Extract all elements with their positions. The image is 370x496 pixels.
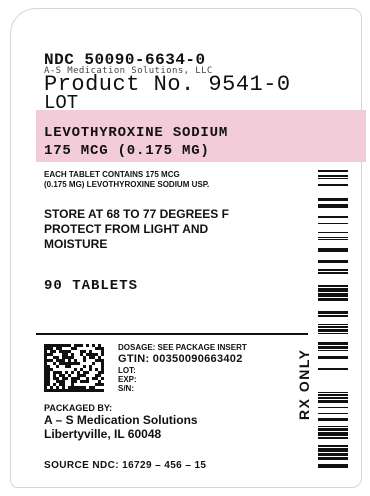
- storage-line-2: PROTECT FROM LIGHT AND: [44, 222, 209, 236]
- linear-barcode-icon: [318, 170, 348, 468]
- ndc-number: NDC 50090-6634-0: [44, 51, 206, 69]
- storage-instructions: STORE AT 68 TO 77 DEGREES F PROTECT FROM…: [44, 207, 294, 252]
- lot-label: LOT: [44, 92, 79, 114]
- contains-line-2: (0.175 MG) LEVOTHYROXINE SODIUM USP.: [44, 180, 210, 189]
- drug-label: [10, 8, 362, 488]
- storage-line-3: MOISTURE: [44, 237, 108, 251]
- sn-field: S/N:: [118, 384, 134, 393]
- lot-field: LOT:: [118, 366, 136, 375]
- packaged-by-heading: PACKAGED BY:: [44, 403, 113, 413]
- datamatrix-icon: [44, 344, 104, 392]
- drug-name-highlight: [36, 110, 366, 162]
- contains-line-1: EACH TABLET CONTAINS 175 MCG: [44, 170, 180, 179]
- company-name-small: A-S Medication Solutions, LLC: [44, 66, 213, 76]
- product-number: Product No. 9541-0: [44, 72, 291, 97]
- exp-field: EXP:: [118, 375, 137, 384]
- storage-line-1: STORE AT 68 TO 77 DEGREES F: [44, 207, 229, 221]
- gtin-number: GTIN: 00350090663402: [118, 353, 243, 365]
- packager-address: Libertyville, IL 60048: [44, 427, 162, 441]
- dosage-statement: DOSAGE: SEE PACKAGE INSERT: [118, 343, 247, 352]
- tablet-count: 90 TABLETS: [44, 278, 139, 294]
- drug-name: LEVOTHYROXINE SODIUM: [44, 125, 229, 141]
- drug-strength: 175 MCG (0.175 MG): [44, 143, 210, 159]
- source-ndc: SOURCE NDC: 16729 – 456 – 15: [44, 460, 207, 471]
- packager-company: A – S Medication Solutions: [44, 413, 198, 427]
- rx-only-text: RX ONLY: [296, 348, 312, 420]
- contains-statement: EACH TABLET CONTAINS 175 MCG (0.175 MG) …: [44, 170, 314, 190]
- divider-line: [36, 333, 308, 335]
